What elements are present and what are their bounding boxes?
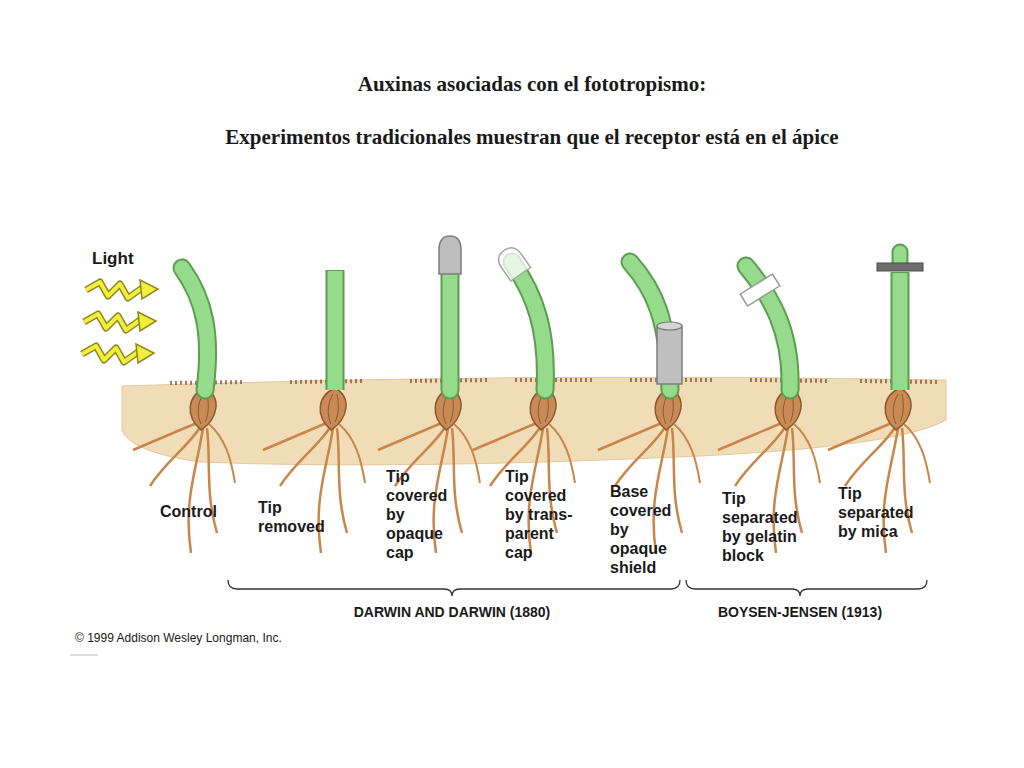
treatment-label: Tip separated by mica	[838, 484, 933, 541]
seed-roots	[133, 388, 235, 553]
coleoptile-outline	[891, 272, 910, 390]
light-ray	[84, 314, 140, 330]
opaque-cap	[439, 236, 461, 274]
gelatin-block	[740, 274, 780, 306]
light-ray	[82, 346, 138, 362]
light-ray	[86, 282, 142, 298]
light-arrows	[82, 280, 158, 363]
bracket-label: DARWIN AND DARWIN (1880)	[332, 604, 572, 621]
treatment-label: Control	[160, 502, 240, 521]
arrow-head	[140, 280, 158, 299]
light-ray	[82, 346, 138, 362]
treatment-label: Tip removed	[258, 498, 328, 536]
coleoptile-outline	[441, 262, 460, 390]
coleoptile	[443, 262, 458, 390]
coleoptile	[182, 268, 208, 390]
coleoptiles	[182, 252, 900, 390]
light-label: Light	[92, 249, 162, 269]
coleoptile	[512, 262, 545, 390]
rule-mark	[70, 655, 98, 656]
page-title: Auxinas asociadas con el fototropismo:	[20, 72, 1024, 96]
soil-surface	[170, 380, 940, 383]
coleoptile-outline	[512, 262, 545, 390]
treatment-label: Tip covered by trans- parent cap	[505, 467, 581, 562]
coleoptile	[893, 273, 908, 390]
bracket	[228, 580, 680, 596]
treatment-label: Tip separated by gelatin block	[722, 489, 808, 565]
light-ray	[84, 314, 140, 330]
subtitle: Experimentos tradicionales muestran que …	[20, 125, 1024, 149]
opaque-shield-rim	[657, 322, 682, 330]
coleoptile	[328, 271, 343, 390]
coleoptile-outline	[892, 252, 909, 262]
coleoptile	[894, 252, 907, 262]
transparent-cap	[494, 244, 530, 282]
mica-plate	[877, 263, 923, 271]
coleoptile-outline	[326, 270, 345, 390]
treatment-label: Tip covered by opaque cap	[386, 467, 456, 562]
arrow-head	[138, 312, 156, 331]
bracket	[686, 580, 927, 596]
opaque-shield	[657, 326, 682, 384]
treatment-label: Base covered by opaque shield	[610, 482, 680, 577]
transparent-cap-shape	[494, 244, 530, 282]
coleoptile-outline	[182, 268, 208, 390]
arrow-head	[136, 344, 154, 363]
copyright-note: © 1999 Addison Wesley Longman, Inc.	[75, 631, 375, 646]
light-ray	[86, 282, 142, 298]
bracket-label: BOYSEN-JENSEN (1913)	[680, 604, 920, 621]
gelatin-block-shape	[740, 274, 780, 306]
